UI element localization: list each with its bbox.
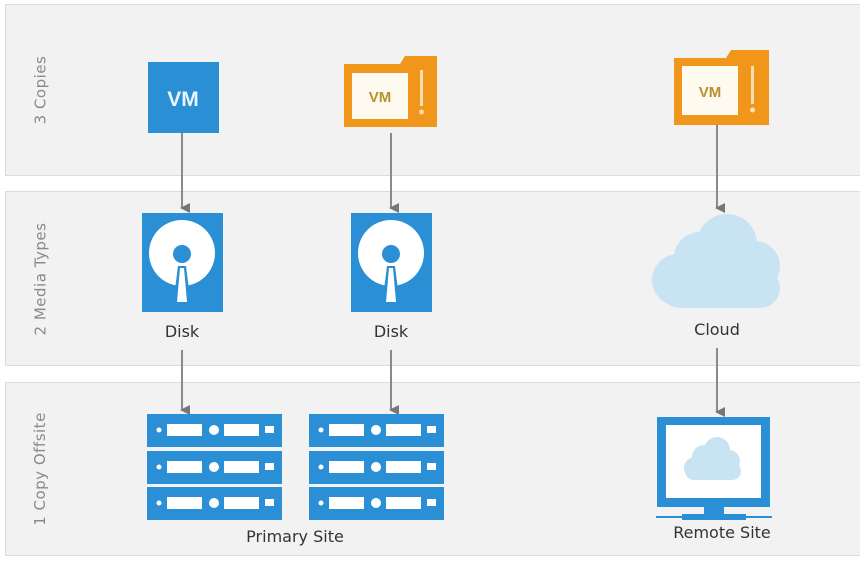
vm-primary-label: VM bbox=[167, 88, 199, 111]
vm-icon: VM bbox=[148, 62, 219, 133]
remote-site-caption: Remote Site bbox=[673, 523, 771, 542]
edges bbox=[180, 125, 725, 417]
server-unit bbox=[309, 414, 444, 447]
tape-label-marks bbox=[419, 70, 424, 115]
server-unit bbox=[309, 451, 444, 484]
primary-site-caption: Primary Site bbox=[246, 527, 344, 546]
disk-1-caption: Disk bbox=[164, 322, 200, 341]
disk-2-caption: Disk bbox=[373, 322, 409, 341]
vm-backup-1-label: VM bbox=[369, 89, 392, 106]
monitor-cloud-icon bbox=[656, 417, 772, 520]
backup-folder-icon: VM bbox=[344, 56, 437, 127]
server-unit bbox=[309, 487, 444, 520]
cloud-icon bbox=[684, 437, 741, 480]
cloud-caption: Cloud bbox=[694, 320, 740, 339]
tape-label-marks bbox=[750, 66, 755, 113]
backup-folder-icon: VM bbox=[674, 50, 769, 125]
server-rack-icon bbox=[147, 414, 282, 520]
disk-icon bbox=[351, 213, 432, 312]
server-unit bbox=[147, 414, 282, 447]
server-unit bbox=[147, 487, 282, 520]
server-unit bbox=[147, 451, 282, 484]
vm-backup-2-label: VM bbox=[699, 84, 722, 101]
cloud-icon bbox=[652, 214, 780, 308]
disk-icon bbox=[142, 213, 223, 312]
server-rack-icon bbox=[309, 414, 444, 520]
